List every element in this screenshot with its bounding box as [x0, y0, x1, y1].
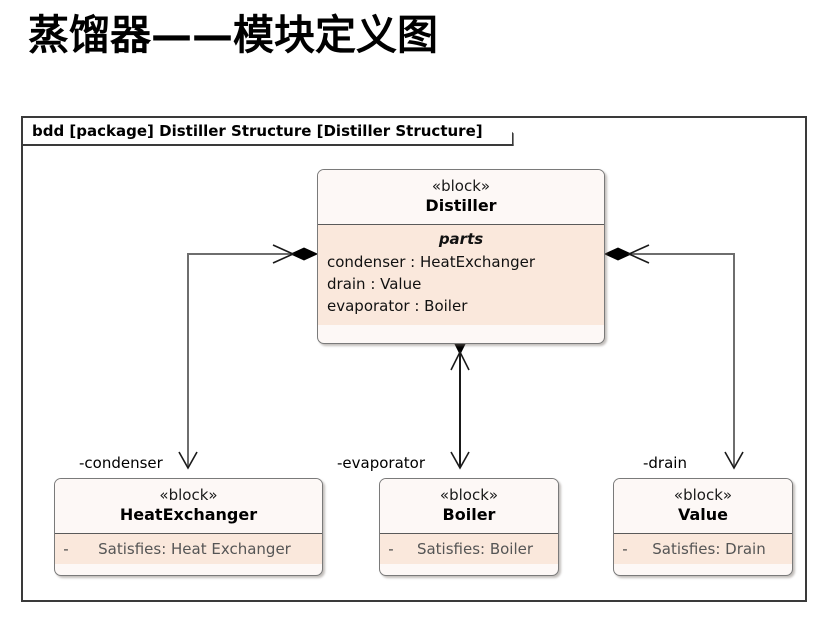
block-value-satisfies: Satisfies: Drain	[652, 539, 766, 558]
connector-evaporator	[450, 324, 470, 470]
block-value-visibility: -	[622, 539, 628, 558]
block-heat-exchanger-satisfies: Satisfies: Heat Exchanger	[98, 539, 291, 558]
block-distiller-name: Distiller	[425, 195, 497, 215]
block-distiller-parts-title: parts	[438, 229, 484, 248]
connector-label-drain: -drain	[643, 454, 687, 472]
block-heat-exchanger-satisfies-row: - Satisfies: Heat Exchanger	[55, 533, 322, 564]
block-heat-exchanger[interactable]: «block» HeatExchanger - Satisfies: Heat …	[54, 478, 323, 576]
block-distiller-parts-compartment: parts condenser : HeatExchanger drain : …	[318, 224, 604, 326]
block-distiller[interactable]: «block» Distiller parts condenser : Heat…	[317, 169, 605, 344]
block-heat-exchanger-name: HeatExchanger	[119, 504, 258, 524]
block-boiler-satisfies-row: - Satisfies: Boiler	[380, 533, 558, 564]
block-boiler-header: «block» Boiler	[380, 479, 558, 533]
block-value-stereotype: «block»	[673, 486, 733, 504]
block-boiler-satisfies: Satisfies: Boiler	[416, 539, 534, 558]
page-title: 蒸馏器——模块定义图	[28, 11, 438, 59]
connector-condenser	[178, 244, 319, 470]
block-value[interactable]: «block» Value - Satisfies: Drain	[613, 478, 793, 576]
connector-drain	[603, 244, 744, 470]
block-heat-exchanger-stereotype: «block»	[159, 486, 218, 504]
block-distiller-header: «block» Distiller	[318, 170, 604, 224]
connector-label-evaporator: -evaporator	[337, 454, 425, 472]
block-distiller-part-condenser: condenser : HeatExchanger	[327, 252, 536, 271]
block-value-name: Value	[677, 504, 729, 524]
block-distiller-part-evaporator: evaporator : Boiler	[327, 297, 468, 316]
block-heat-exchanger-header: «block» HeatExchanger	[55, 479, 322, 533]
block-value-header: «block» Value	[614, 479, 792, 533]
block-heat-exchanger-divider	[55, 532, 322, 534]
diagram-frame-header: bdd [package] Distiller Structure [Disti…	[23, 118, 514, 146]
block-distiller-part-drain: drain : Value	[327, 274, 422, 293]
diagram-frame: bdd [package] Distiller Structure [Disti…	[21, 116, 807, 602]
block-boiler-stereotype: «block»	[439, 486, 499, 504]
block-value-satisfies-row: - Satisfies: Drain	[614, 533, 792, 564]
block-boiler-name: Boiler	[442, 504, 496, 524]
diagram-frame-header-label: bdd [package] Distiller Structure [Disti…	[32, 121, 483, 140]
block-distiller-stereotype: «block»	[431, 177, 491, 195]
connector-label-condenser: -condenser	[79, 454, 163, 472]
block-value-divider	[614, 532, 792, 534]
block-boiler-divider	[380, 532, 558, 534]
block-heat-exchanger-visibility: -	[63, 539, 69, 558]
block-boiler[interactable]: «block» Boiler - Satisfies: Boiler	[379, 478, 559, 576]
block-distiller-divider	[318, 223, 604, 225]
block-boiler-visibility: -	[388, 539, 394, 558]
